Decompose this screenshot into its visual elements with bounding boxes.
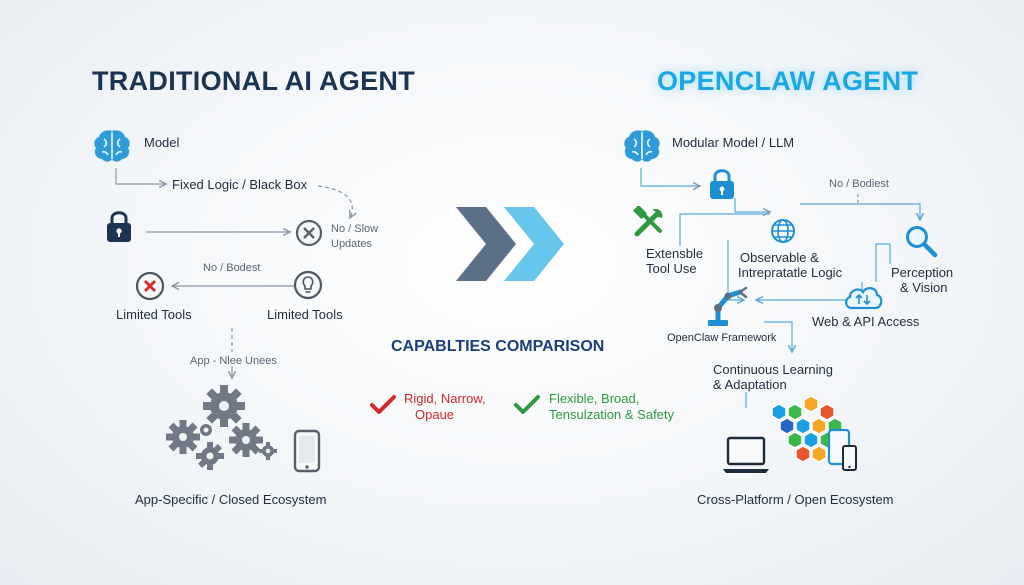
lock-icon xyxy=(107,211,131,242)
extensible-tool-use-label: Extensble Tool Use xyxy=(646,246,704,276)
brain-icon-right xyxy=(624,130,660,162)
limited-tools-right-label: Limited Tools xyxy=(267,307,343,322)
right-model-label: Modular Model / LLM xyxy=(672,135,795,150)
left-ecosystem-label: App-Specific / Closed Ecosystem xyxy=(135,492,327,507)
web-api-access-label: Web & API Access xyxy=(812,314,920,329)
globe-icon xyxy=(771,219,795,243)
openclaw-framework-label: OpenClaw Framework xyxy=(667,332,777,344)
phone-icon xyxy=(293,429,321,473)
laptop-icon xyxy=(723,436,769,473)
right-ecosystem-label: Cross-Platform / Open Ecosystem xyxy=(697,492,894,507)
wrench-hammer-icon xyxy=(633,206,663,237)
lightbulb-icon xyxy=(293,270,323,300)
fixed-logic-label: Fixed Logic / Black Box xyxy=(172,177,308,192)
tablet-icon xyxy=(827,428,857,471)
x-circle-icon xyxy=(295,219,323,247)
limited-tools-left-label: Limited Tools xyxy=(116,307,192,322)
left-model-label: Model xyxy=(144,135,180,150)
traditional-agent-title: TRADITIONAL AI AGENT xyxy=(92,66,415,96)
lock-icon-right xyxy=(710,169,734,199)
robot-arm-icon xyxy=(708,286,748,326)
gears-icon xyxy=(166,385,277,470)
no-bodest-label: No / Bodest xyxy=(203,262,261,274)
magnifier-icon xyxy=(906,226,938,258)
cloud-icon xyxy=(845,287,883,310)
observable-logic-label: Observable & Intrepratatle Logic xyxy=(738,250,843,280)
checkmark-green-icon xyxy=(514,395,540,414)
x-circle-red-icon xyxy=(135,271,165,301)
no-bodiest-label: No / Bodiest xyxy=(829,178,889,190)
rigid-narrow-label: Rigid, Narrow, Opaue xyxy=(404,391,486,422)
chevrons-icon xyxy=(456,207,564,281)
capabilities-comparison-title: CAPABLTIES COMPARISON xyxy=(391,338,605,355)
app-nlee-unees-label: App - Nlee Unees xyxy=(190,355,277,367)
no-slow-updates-label: No / Slow Updates xyxy=(331,223,379,250)
brain-icon xyxy=(94,130,130,162)
continuous-learning-label: Continuous Learning & Adaptation xyxy=(713,362,833,392)
checkmark-red-icon xyxy=(370,395,396,414)
openclaw-agent-title: OPENCLAW AGENT xyxy=(657,66,919,96)
perception-vision-label: Perception & Vision xyxy=(891,265,954,295)
flexible-broad-label: Flexible, Broad, Tensulzation & Safety xyxy=(549,391,675,422)
